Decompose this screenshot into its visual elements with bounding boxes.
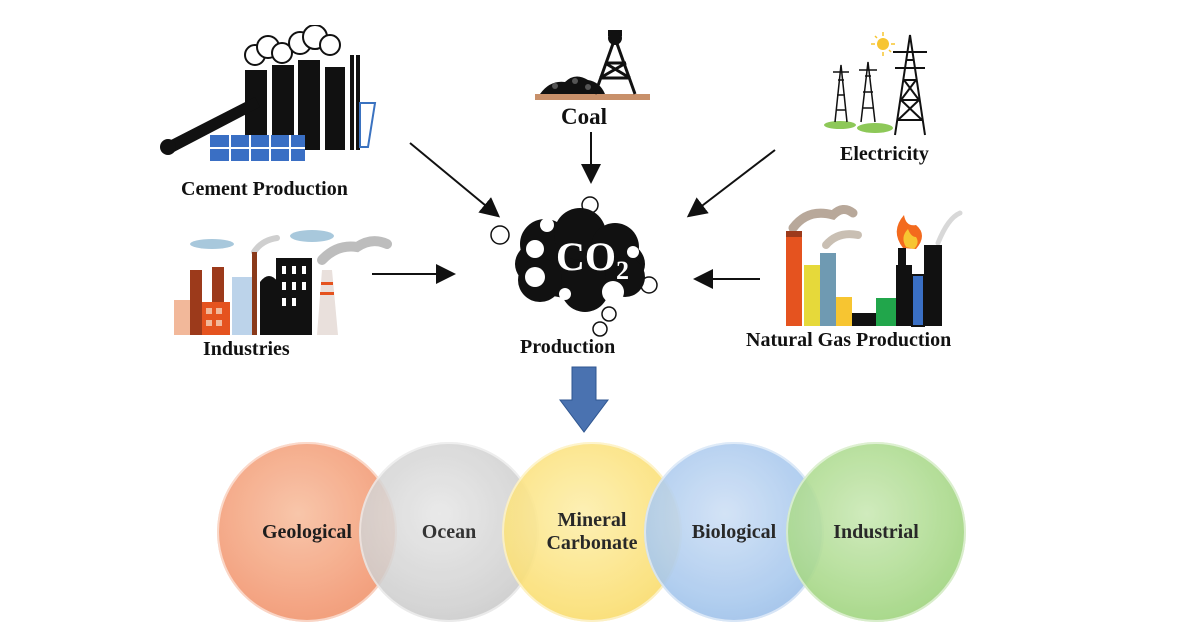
circle-ocean-label: Ocean: [421, 520, 477, 543]
circle-geological-label: Geological: [262, 520, 352, 543]
power-tower-icon: [824, 32, 927, 136]
industry-skyline-icon: [174, 230, 392, 335]
down-arrow: [559, 366, 609, 433]
co2-cloud-icon: [490, 196, 658, 337]
cement-factory-icon: [160, 25, 377, 161]
circle-industrial-label: Industrial: [833, 520, 919, 543]
arrow-cement: [409, 142, 501, 218]
electricity-label: Electricity: [840, 143, 929, 165]
coal-label: Coal: [561, 104, 607, 129]
circle-industrial: Industrial: [786, 442, 966, 622]
industries-label: Industries: [203, 338, 290, 360]
co2-label: CO2: [556, 233, 629, 286]
natural-gas-label: Natural Gas Production: [746, 329, 952, 351]
arrow-electricity: [686, 149, 776, 218]
circle-biological-label: Biological: [691, 520, 777, 543]
production-label: Production: [520, 336, 616, 358]
coal-mine-icon: [535, 30, 650, 100]
co2-subscript: 2: [616, 256, 629, 285]
cement-production-label: Cement Production: [181, 178, 348, 200]
gas-plant-icon: [786, 205, 963, 327]
co2-text: CO: [556, 234, 616, 279]
circle-mineral-carbonate-label: Mineral Carbonate: [546, 509, 638, 554]
